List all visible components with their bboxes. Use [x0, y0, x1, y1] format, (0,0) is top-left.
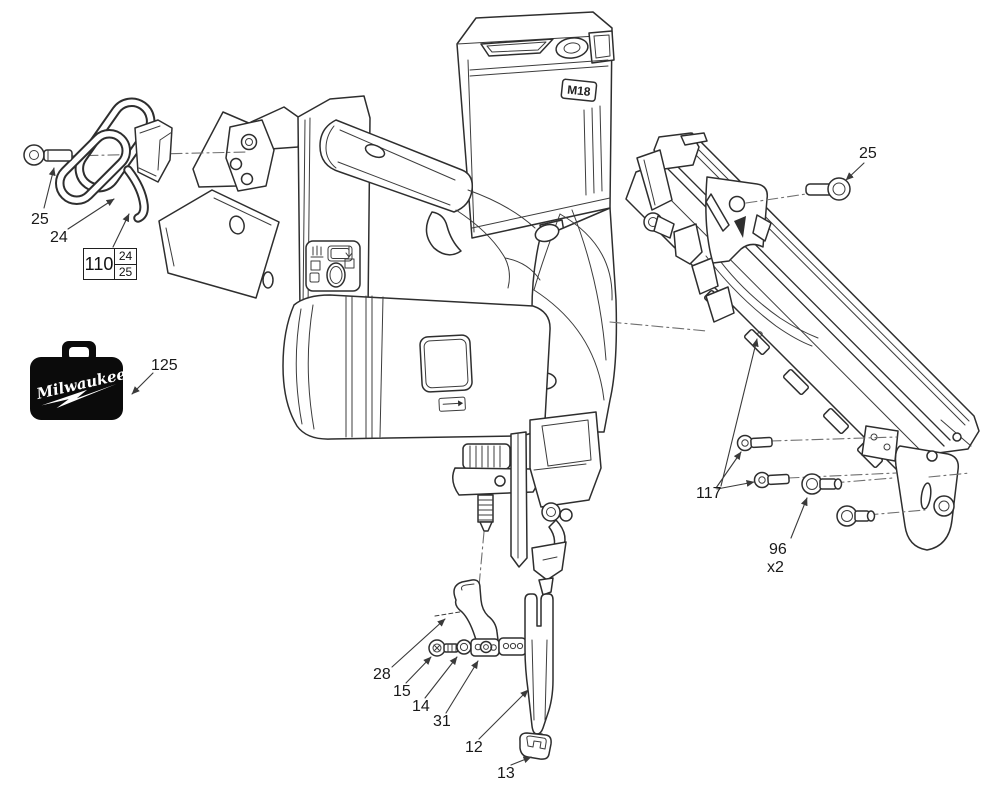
case-icon: Milwaukee — [30, 341, 128, 420]
bracket-31-illustration — [453, 579, 500, 657]
screw-117b-icon — [753, 471, 790, 489]
part-label-15: 15 — [393, 683, 411, 700]
screw-15-icon — [428, 639, 459, 657]
part-label-28: 28 — [373, 666, 391, 683]
battery-badge: M18 — [560, 78, 598, 102]
part-label-13: 13 — [497, 765, 515, 782]
battery-badge-text: M18 — [567, 83, 592, 99]
part-label-96: 96 — [769, 541, 787, 558]
magazine-mid-plate — [861, 425, 899, 462]
magazine-foot-bracket — [894, 445, 960, 551]
lightning-bolt-icon — [41, 383, 117, 409]
nosepiece-illustration — [510, 411, 602, 596]
part-label-25-right: 25 — [859, 145, 877, 162]
part-label-14: 14 — [412, 698, 430, 715]
washer-14-icon — [456, 639, 472, 655]
part-label-96-qty: x2 — [767, 559, 784, 576]
magazine-illustration — [625, 132, 980, 551]
screw-25-left-icon — [23, 144, 73, 166]
part-label-125: 125 — [151, 357, 178, 374]
screw-25-right-icon — [805, 177, 851, 201]
handle-illustration — [319, 119, 541, 289]
tool-body-illustration — [158, 95, 371, 313]
control-panel — [305, 240, 361, 292]
callout-sub-cells: 24 25 — [114, 249, 136, 279]
leader-lines — [43, 162, 865, 766]
hidden-pin-28 — [434, 610, 467, 617]
part-label-31: 31 — [433, 713, 451, 730]
belt-hook-icon — [54, 97, 173, 223]
magazine-mount-bracket — [705, 176, 772, 264]
battery-pack-illustration: M18 — [456, 11, 615, 239]
part-label-117: 117 — [696, 485, 722, 502]
bushing-96a-icon — [801, 473, 843, 495]
part-label-25-left: 25 — [31, 211, 49, 228]
trigger — [425, 211, 462, 256]
magazine-pusher-parts — [636, 149, 735, 323]
callout-box-110: 110 24 25 — [83, 248, 137, 280]
part-label-12: 12 — [465, 739, 483, 756]
screw-117a-icon — [736, 434, 773, 452]
callout-main-number: 110 — [84, 253, 114, 274]
contact-arm-12-illustration — [498, 593, 554, 745]
callout-sub-top: 24 — [118, 249, 133, 264]
no-mar-tip-13-illustration — [519, 732, 552, 760]
motor-housing-illustration — [282, 294, 551, 532]
callout-sub-bottom: 25 — [115, 263, 136, 280]
bushing-96b-icon — [836, 505, 876, 527]
part-label-24: 24 — [50, 229, 68, 246]
